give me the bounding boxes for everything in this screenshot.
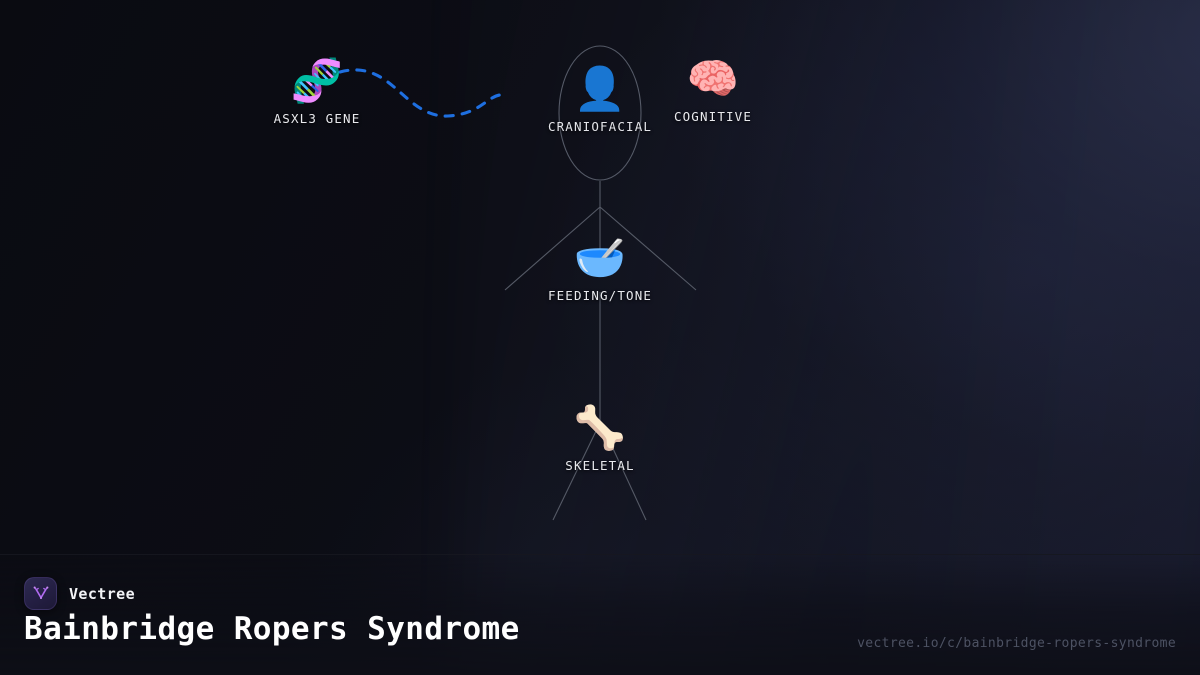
footer-bar: Vectree Bainbridge Ropers Syndrome vectr… <box>0 554 1200 675</box>
graph-node-label-skeletal: SKELETAL <box>565 458 635 473</box>
graph-node-craniofacial[interactable]: 👤 CRANIOFACIAL <box>547 64 653 135</box>
graph-node-label-feeding: FEEDING/TONE <box>547 288 653 303</box>
graph-node-cognitive[interactable]: 🧠 COGNITIVE <box>673 54 753 125</box>
edge-craniofacial-branch-right <box>599 206 697 291</box>
graph-node-label-gene: ASXL3 GENE <box>273 111 361 126</box>
brain-icon: 🧠 <box>686 54 740 103</box>
edge-skeletal-branch-right <box>602 426 647 521</box>
dna-icon: 🧬 <box>290 56 344 105</box>
graph-node-label-craniofacial: CRANIOFACIAL <box>547 119 653 134</box>
bowl-with-spoon-icon: 🥣 <box>573 233 627 282</box>
brand-name: Vectree <box>69 584 136 603</box>
footer-url: vectree.io/c/bainbridge-ropers-syndrome <box>857 636 1176 651</box>
graph-node-feeding[interactable]: 🥣 FEEDING/TONE <box>547 233 653 304</box>
graph-node-skeletal[interactable]: 🦴 SKELETAL <box>565 403 635 474</box>
person-silhouette-icon: 👤 <box>573 64 627 113</box>
graph-node-label-cognitive: COGNITIVE <box>673 109 753 124</box>
page-title: Bainbridge Ropers Syndrome <box>24 611 520 647</box>
edge-gene-to-craniofacial <box>338 68 508 118</box>
craniofacial-node-halo <box>558 45 642 181</box>
brand-row[interactable]: Vectree <box>24 577 135 610</box>
graph-node-gene[interactable]: 🧬 ASXL3 GENE <box>273 56 361 127</box>
edge-skeletal-branch-left <box>552 426 599 521</box>
bone-icon: 🦴 <box>573 403 627 452</box>
vectree-logo-icon <box>24 577 57 610</box>
edge-craniofacial-branch-left <box>504 206 601 291</box>
